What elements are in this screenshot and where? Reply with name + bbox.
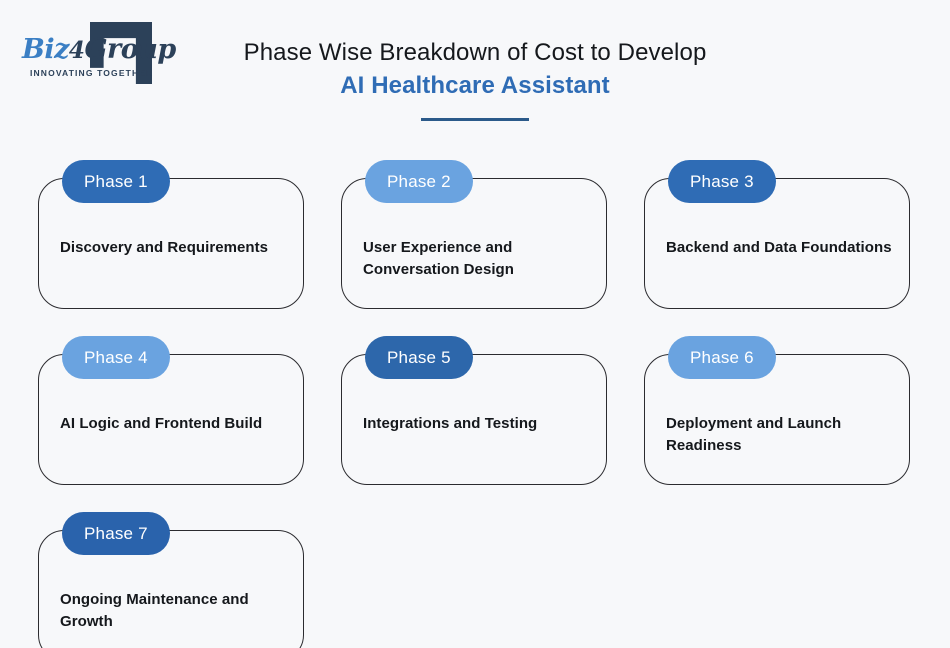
phase-card-title: Discovery and Requirements <box>60 239 269 256</box>
phase-card[interactable]: Phase 3 Backend and Data Foundations <box>644 160 910 309</box>
phase-badge: Phase 1 <box>62 160 170 203</box>
phase-badge: Phase 5 <box>365 336 473 379</box>
logo-word-four: 4 <box>68 37 85 64</box>
phase-card-title: User Experience and Conversation Design <box>363 239 514 278</box>
phase-card[interactable]: Phase 4 AI Logic and Frontend Build <box>38 336 304 485</box>
phase-card[interactable]: Phase 6 Deployment and Launch Readiness <box>644 336 910 485</box>
phase-card[interactable]: Phase 2 User Experience and Conversation… <box>341 160 607 309</box>
page-title: Phase Wise Breakdown of Cost to Develop … <box>0 38 950 121</box>
phase-card-title: Deployment and Launch Readiness <box>666 415 842 454</box>
phase-badge: Phase 7 <box>62 512 170 555</box>
logo-tagline: INNOVATING TOGETHER <box>30 68 154 78</box>
phase-card[interactable]: Phase 1 Discovery and Requirements <box>38 160 304 309</box>
page-title-line-1: Phase Wise Breakdown of Cost to Develop <box>243 39 707 66</box>
phase-badge: Phase 6 <box>668 336 776 379</box>
page-title-line-2: AI Healthcare Assistant <box>340 72 610 99</box>
logo-word-biz: Biz <box>22 34 69 65</box>
phase-card-grid: Phase 1 Discovery and Requirements Phase… <box>38 159 910 648</box>
logo-word-group: Group <box>84 34 176 65</box>
logo-wordmark: Biz4Group <box>22 36 176 63</box>
phase-card[interactable]: Phase 5 Integrations and Testing <box>341 336 607 485</box>
phase-card-title: AI Logic and Frontend Build <box>60 415 263 432</box>
phase-badge: Phase 4 <box>62 336 170 379</box>
phase-card-title: Backend and Data Foundations <box>666 239 892 256</box>
phase-card-title: Ongoing Maintenance and Growth <box>60 591 249 630</box>
biz4group-logo: Biz4Group INNOVATING TOGETHER <box>20 18 176 90</box>
phase-badge: Phase 2 <box>365 160 473 203</box>
grid-spacer <box>341 530 607 648</box>
grid-spacer <box>644 530 910 648</box>
phase-card-title: Integrations and Testing <box>363 415 538 432</box>
phase-card[interactable]: Phase 7 Ongoing Maintenance and Growth <box>38 512 304 648</box>
phase-badge: Phase 3 <box>668 160 776 203</box>
title-underline-rule <box>421 118 529 121</box>
